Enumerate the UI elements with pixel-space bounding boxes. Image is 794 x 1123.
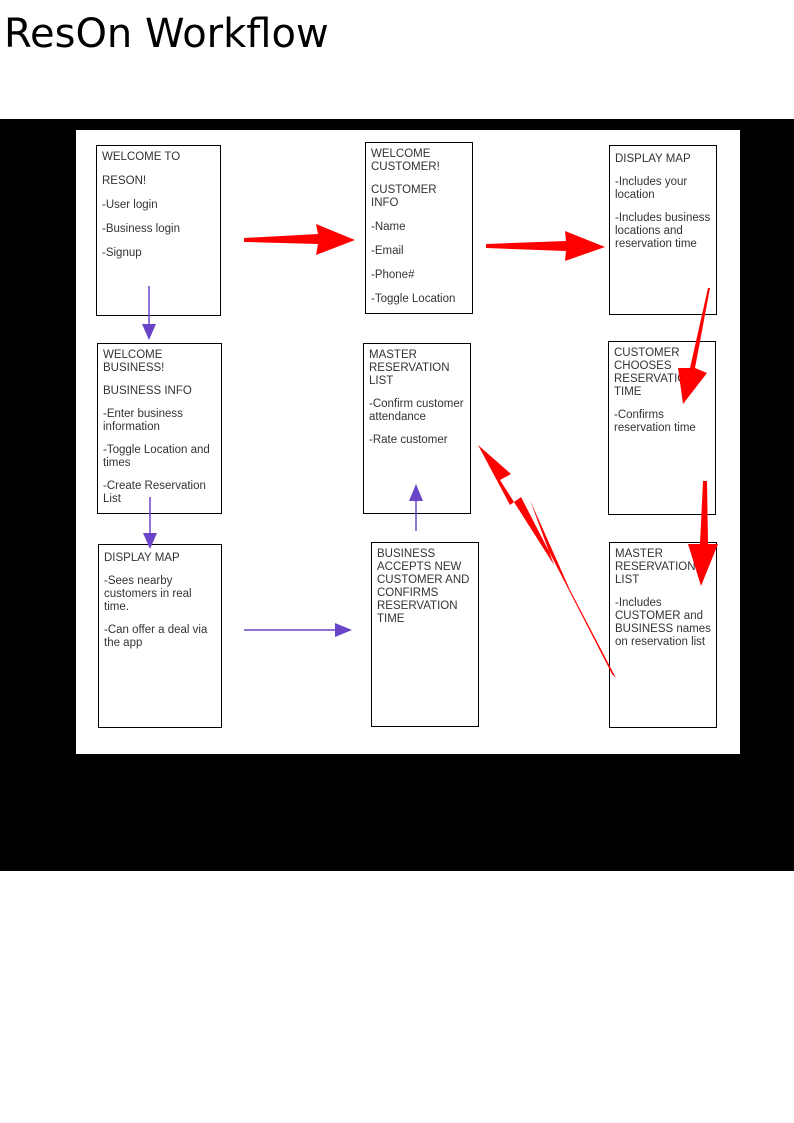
- box-heading: WELCOME TO: [102, 151, 181, 163]
- box-heading: BUSINESS ACCEPTS NEW CUSTOMER AND CONFIR…: [377, 548, 470, 625]
- box-heading: BUSINESS INFO: [103, 385, 192, 397]
- box-heading: MASTER RESERVATION LIST: [369, 349, 450, 387]
- box-item: -Includes business locations and reserva…: [615, 212, 711, 250]
- box-item: -Can offer a deal via the app: [104, 624, 208, 649]
- box-heading: WELCOME BUSINESS!: [103, 349, 165, 374]
- box-heading: DISPLAY MAP: [615, 153, 691, 165]
- box-welcome-business: WELCOME BUSINESS! BUSINESS INFO -Enter b…: [97, 343, 222, 514]
- box-display-map-customer: DISPLAY MAP -Includes your location -Inc…: [609, 145, 717, 315]
- box-customer-chooses: CUSTOMER CHOOSES RESERVATION TIME -Confi…: [608, 341, 716, 515]
- box-master-list-final: MASTER RESERVATION LIST -Includes CUSTOM…: [609, 542, 717, 728]
- box-heading: MASTER RESERVATION LIST: [615, 548, 696, 586]
- page-title: ResOn Workflow: [4, 11, 329, 57]
- box-item: -Name: [371, 221, 406, 233]
- box-item: -Includes your location: [615, 176, 688, 201]
- box-item: -Create Reservation List: [103, 480, 206, 505]
- box-heading: DISPLAY MAP: [104, 552, 180, 564]
- box-heading: WELCOME CUSTOMER!: [371, 148, 440, 173]
- box-item: -Signup: [102, 247, 142, 259]
- box-item: -User login: [102, 199, 158, 211]
- box-item: -Enter business information: [103, 408, 183, 433]
- box-heading: CUSTOMER INFO: [371, 184, 437, 209]
- box-item: -Toggle Location and times: [103, 444, 210, 469]
- box-item: -Confirm customer attendance: [369, 398, 464, 423]
- box-display-map-business: DISPLAY MAP -Sees nearby customers in re…: [98, 544, 222, 728]
- box-item: -Includes CUSTOMER and BUSINESS names on…: [615, 597, 711, 648]
- box-item: -Email: [371, 245, 404, 257]
- box-business-accepts: BUSINESS ACCEPTS NEW CUSTOMER AND CONFIR…: [371, 542, 479, 727]
- box-item: -Toggle Location: [371, 293, 456, 305]
- box-item: -Sees nearby customers in real time.: [104, 575, 192, 613]
- box-heading: RESON!: [102, 175, 147, 187]
- box-item: -Confirms reservation time: [614, 409, 696, 434]
- box-item: -Rate customer: [369, 434, 448, 446]
- box-heading: CUSTOMER CHOOSES RESERVATION TIME: [614, 347, 695, 398]
- box-welcome-reson: WELCOME TO RESON! -User login -Business …: [96, 145, 221, 316]
- box-welcome-customer: WELCOME CUSTOMER! CUSTOMER INFO -Name -E…: [365, 142, 473, 314]
- box-item: -Business login: [102, 223, 180, 235]
- box-master-list-business: MASTER RESERVATION LIST -Confirm custome…: [363, 343, 471, 514]
- box-item: -Phone#: [371, 269, 415, 281]
